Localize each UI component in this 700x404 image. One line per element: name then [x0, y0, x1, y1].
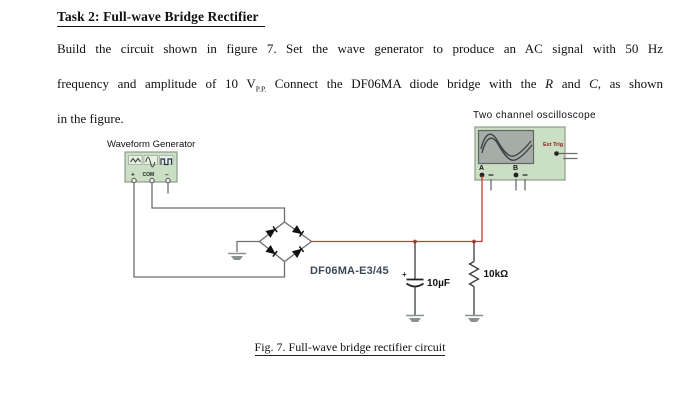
wire-gen-com-to-bridge-top	[151, 182, 286, 223]
diode-bridge: DF06MA-E3/45	[258, 221, 389, 277]
screen-sine-wave-2	[481, 137, 533, 161]
gen-minus-label: –	[165, 172, 169, 179]
triangle-wave-button	[128, 155, 143, 165]
channel-a-plus-terminal	[479, 172, 485, 178]
resistor-value-label: 10kΩ	[484, 269, 509, 280]
paragraph-line-2: frequency and amplitude of 10 VP.P. Conn…	[57, 75, 663, 110]
channel-a-label: A	[479, 165, 484, 172]
diode-bottom-right	[291, 245, 305, 258]
capacitor: + 10µF	[402, 241, 450, 315]
channel-b-label: B	[513, 165, 518, 172]
symbol-C: C	[589, 76, 598, 91]
diode-bottom-left	[265, 245, 278, 258]
ground-capacitor-icon	[406, 314, 424, 322]
ext-trig-label: Ext Trig	[543, 142, 563, 148]
wire-bridge-left-to-ground	[236, 240, 260, 252]
triangle-wave-icon	[130, 157, 141, 163]
resistor: 10kΩ	[468, 241, 509, 315]
capacitor-value-label: 10µF	[427, 278, 450, 289]
oscilloscope-label: Two channel oscilloscope	[473, 110, 596, 121]
line2-post: , as shown	[597, 76, 663, 91]
gen-plus-label: +	[131, 172, 135, 179]
gen-plus-terminal	[131, 177, 137, 184]
gen-minus-terminal	[165, 177, 171, 184]
line2-pre: frequency and amplitude of 10 V	[57, 76, 256, 91]
symbol-R: R	[545, 76, 554, 91]
diode-top-right	[291, 225, 305, 238]
capacitor-plate-bottom	[406, 282, 424, 288]
oscilloscope: Two channel oscilloscope Ext Trig A B	[473, 110, 596, 181]
capacitor-polarity-label: +	[402, 270, 407, 279]
wire-gen-plus-to-bridge-bottom	[133, 182, 286, 278]
channel-b-plus-terminal	[513, 172, 519, 178]
sine-wave-icon	[145, 156, 156, 168]
gen-com-terminal	[149, 177, 155, 184]
paragraph-line-3: in the figure.	[57, 111, 124, 126]
vpp-subscript: P.P.	[255, 84, 267, 94]
line2-mid: Connect the DF06MA diode bridge with the	[266, 76, 546, 91]
waveform-generator-label: Waveform Generator	[107, 139, 195, 150]
circuit-wires-gray	[133, 152, 578, 278]
task-title: Task 2: Full-wave Bridge Rectifier	[57, 9, 265, 27]
figure-caption: Fig. 7. Full-wave bridge rectifier circu…	[254, 340, 446, 356]
square-wave-icon	[160, 158, 173, 166]
ext-trig-terminal	[554, 151, 559, 156]
ground-bridge-icon	[228, 252, 246, 260]
bridge-part-number: DF06MA-E3/45	[310, 265, 389, 277]
line2-and: and	[553, 76, 590, 91]
gen-com-label: COM	[143, 172, 155, 178]
screen-sine-wave-1	[480, 133, 532, 157]
diode-top-left	[265, 225, 278, 238]
resistor-zigzag	[468, 260, 480, 288]
ground-resistor-icon	[465, 314, 483, 322]
wire-bridge-to-scope	[311, 175, 483, 243]
bridge-diamond	[258, 221, 313, 263]
document-text: Task 2: Full-wave Bridge Rectifier Build…	[57, 8, 663, 128]
task-paragraph: Build the circuit shown in figure 7. Set…	[57, 40, 663, 128]
title-row: Task 2: Full-wave Bridge Rectifier	[57, 8, 663, 27]
paragraph-line-1: Build the circuit shown in figure 7. Set…	[57, 41, 663, 56]
figure-caption-row: Fig. 7. Full-wave bridge rectifier circu…	[0, 340, 700, 356]
circuit-wires-red	[311, 175, 483, 244]
waveform-generator: Waveform Generator + COM –	[107, 139, 195, 184]
